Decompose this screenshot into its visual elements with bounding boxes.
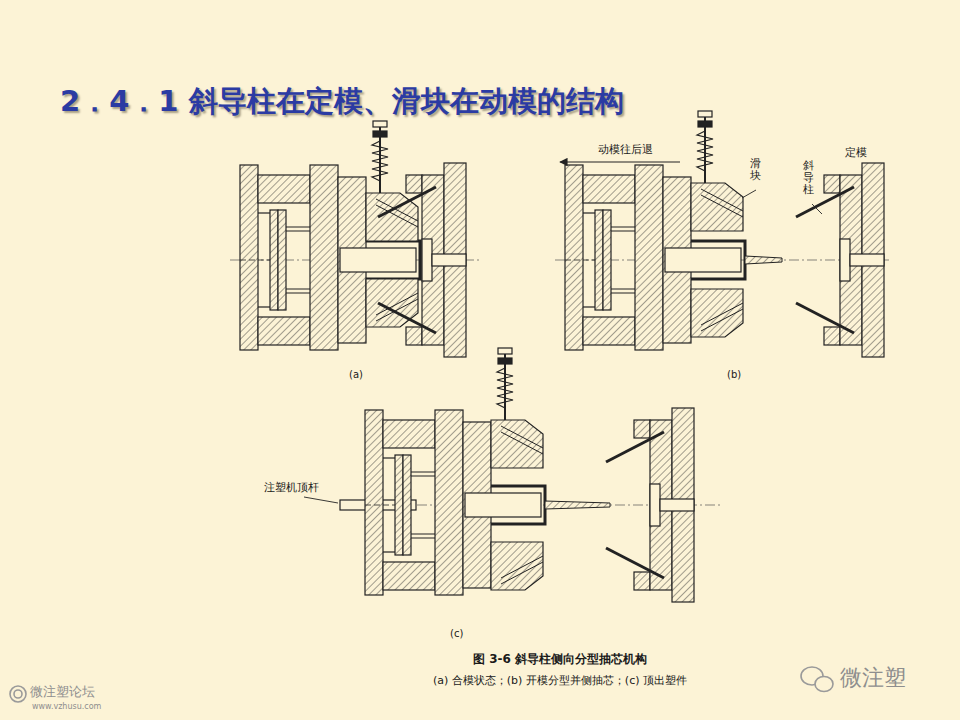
part-name: 斜导柱 [803,160,814,196]
motion-note: 动模往后退 [598,143,653,156]
part-name: 定模 [845,146,867,159]
watermark: 微注塑 [840,665,906,691]
slide-title: 2．4．1 斜导柱在定模、滑块在动模的结构 [60,84,624,119]
sub-figure-label: (c) [450,628,463,640]
caption-note: (a) 合模状态；(b) 开模分型并侧抽芯；(c) 顶出塑件 [380,674,740,687]
watermark: www.vzhusu.com [32,702,101,712]
sub-figure-label: (a) [349,369,363,381]
figure-caption: 图 3-6 斜导柱侧向分型抽芯机构 [380,652,740,666]
part-name: 注塑机顶杆 [264,481,319,494]
part-name: 滑块 [750,158,761,182]
watermark: 微注塑论坛 [30,684,95,700]
sub-figure-label: (b) [727,369,741,381]
